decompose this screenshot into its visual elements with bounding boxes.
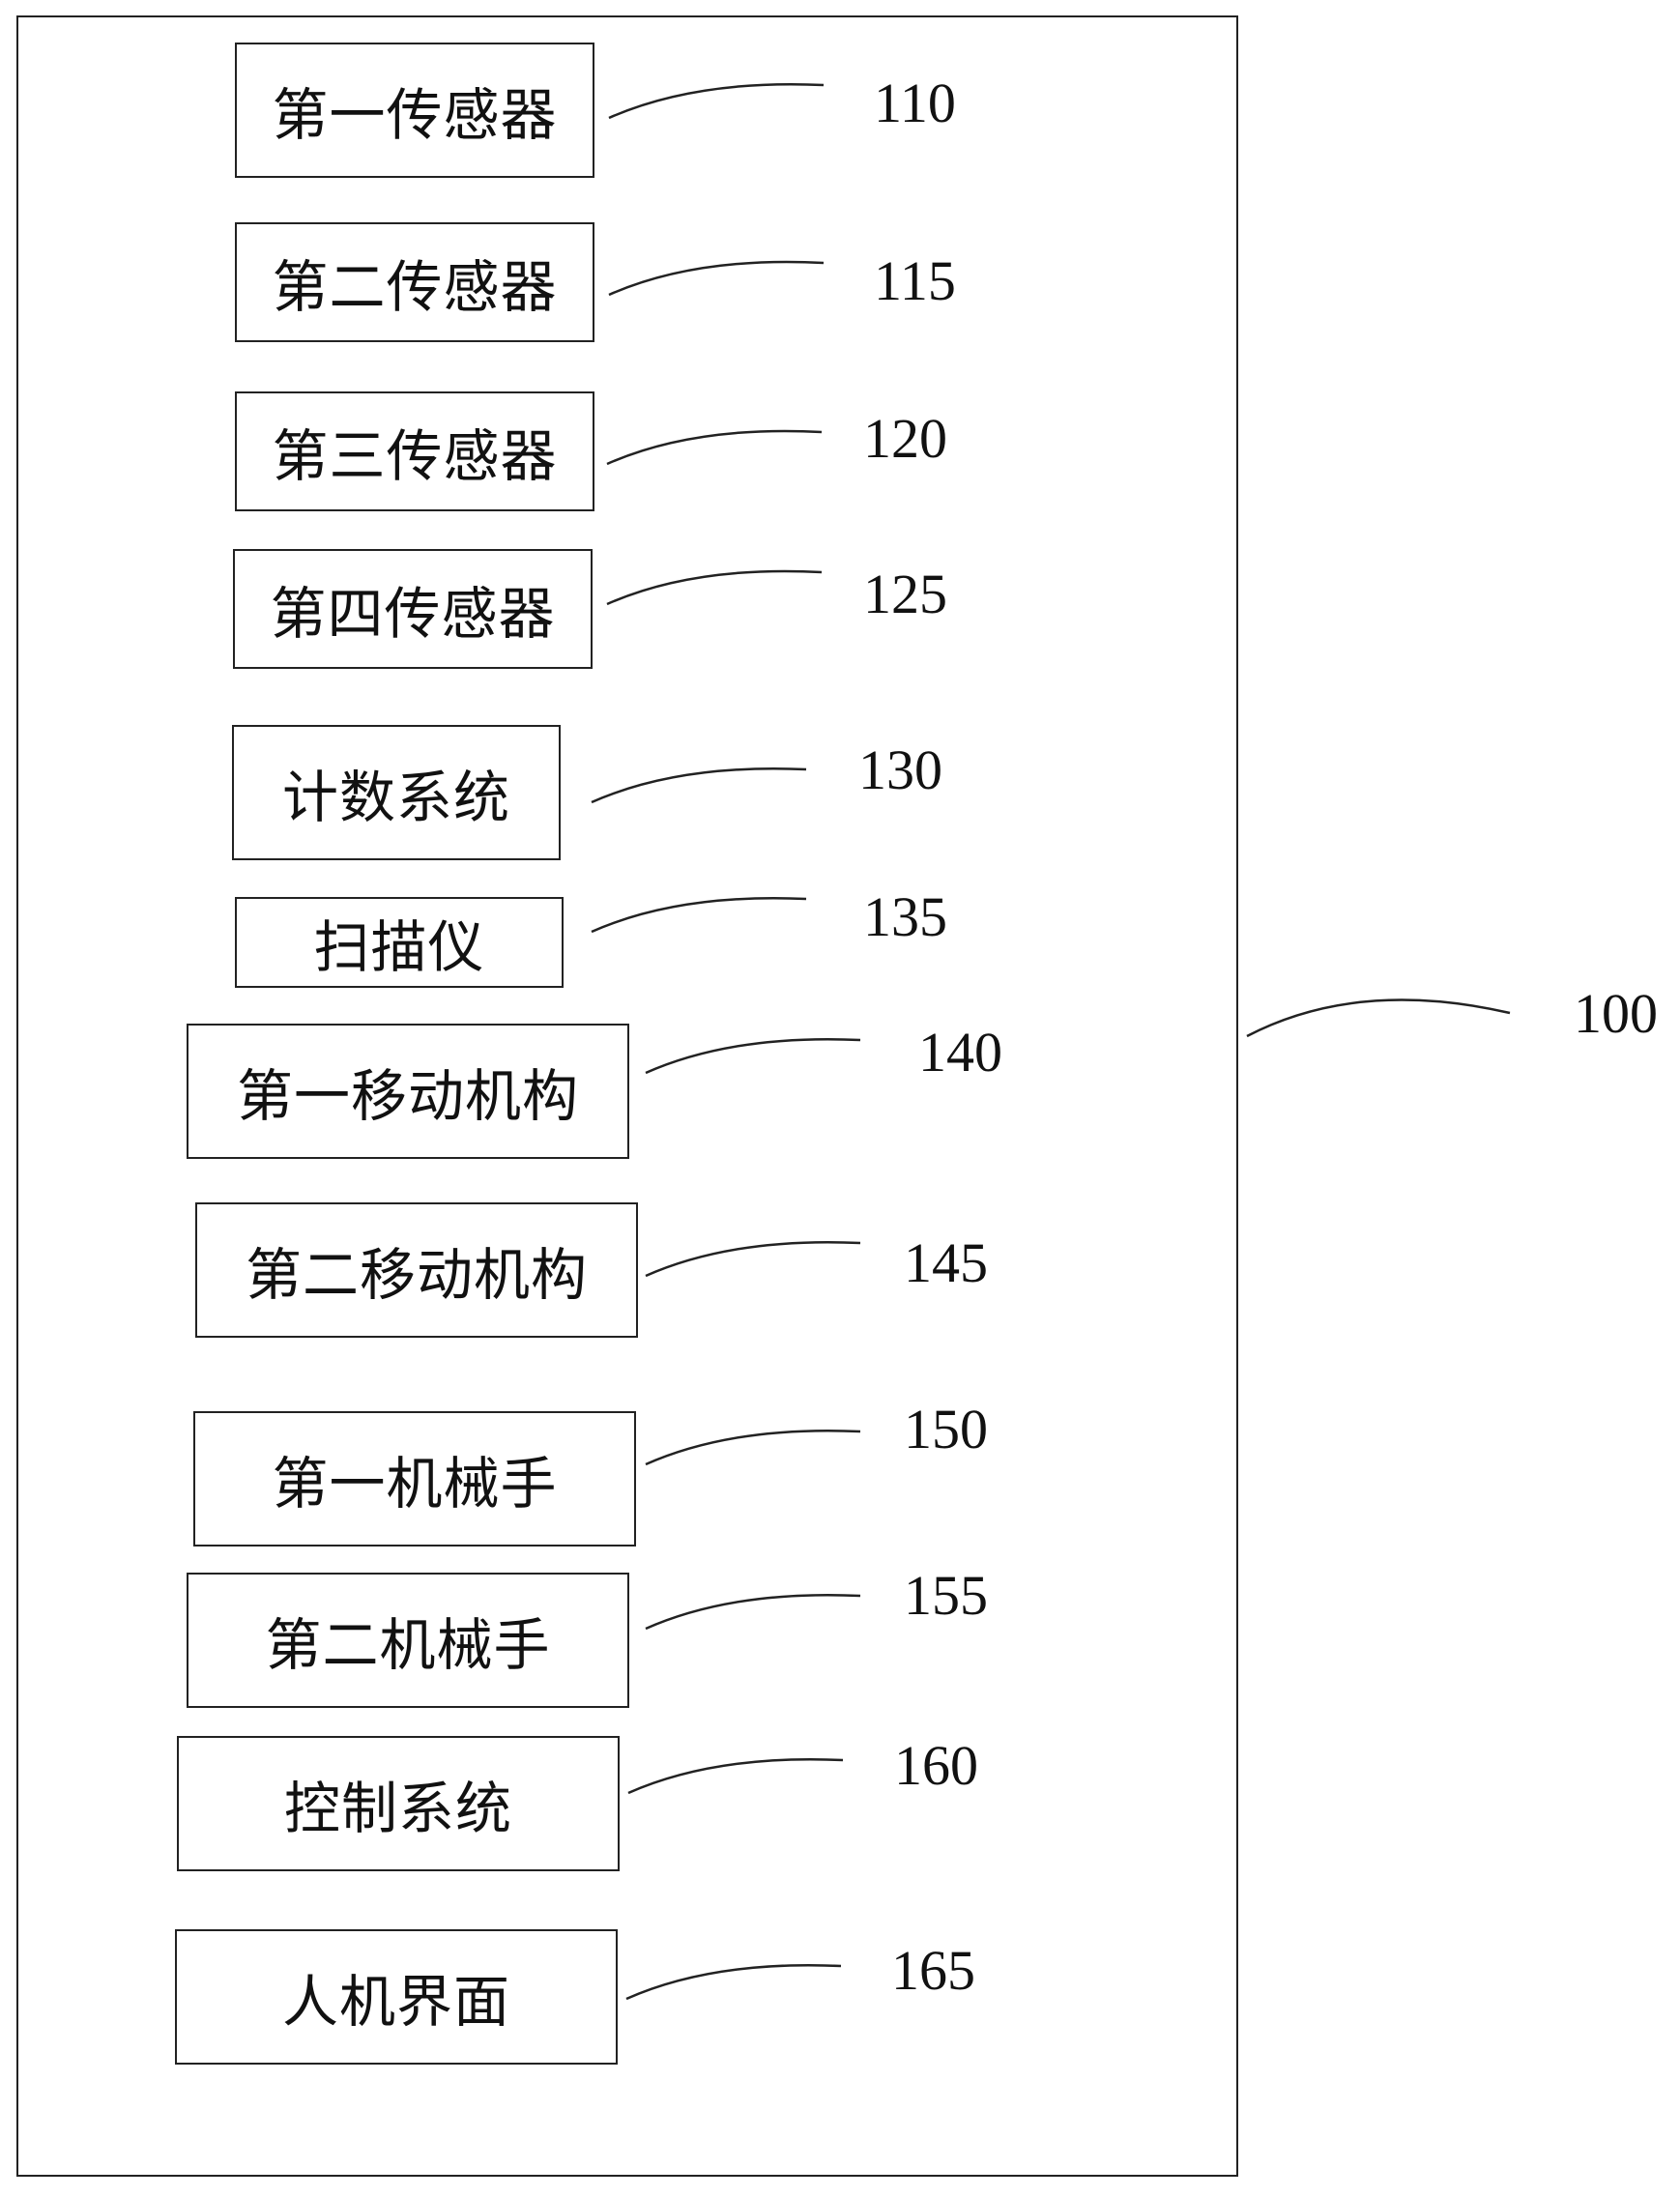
box-label: 第二移动机构 <box>245 1242 588 1308</box>
ref-110: 110 <box>874 72 956 134</box>
leader-line-150 <box>645 1429 861 1466</box>
leader-line-135 <box>591 896 807 934</box>
ref-135: 135 <box>863 885 947 948</box>
box-label: 扫描仪 <box>313 914 485 980</box>
box-first-manipulator: 第一机械手 <box>193 1411 636 1547</box>
leader-line-110 <box>608 82 825 120</box>
ref-165: 165 <box>891 1939 975 2002</box>
box-second-moving-mechanism: 第二移动机构 <box>195 1202 638 1338</box>
leader-line-115 <box>608 260 825 297</box>
box-hmi: 人机界面 <box>175 1929 618 2065</box>
ref-115: 115 <box>874 249 956 312</box>
ref-100: 100 <box>1574 982 1658 1045</box>
ref-160: 160 <box>894 1734 978 1797</box>
box-label: 第二机械手 <box>265 1612 551 1678</box>
box-second-sensor: 第二传感器 <box>235 222 594 342</box>
box-scanner: 扫描仪 <box>235 897 564 988</box>
box-control-system: 控制系统 <box>177 1736 620 1871</box>
ref-155: 155 <box>904 1564 988 1627</box>
leader-line-160 <box>627 1757 844 1795</box>
box-label: 第一机械手 <box>272 1451 558 1517</box>
leader-line-145 <box>645 1240 861 1278</box>
ref-125: 125 <box>863 563 947 625</box>
box-second-manipulator: 第二机械手 <box>187 1573 629 1708</box>
leader-line-140 <box>645 1037 861 1075</box>
box-label: 第三传感器 <box>272 423 558 489</box>
ref-140: 140 <box>918 1021 1002 1084</box>
box-label: 第四传感器 <box>270 581 556 647</box>
box-label: 控制系统 <box>283 1776 512 1841</box>
ref-130: 130 <box>858 738 942 801</box>
ref-120: 120 <box>863 407 947 470</box>
ref-145: 145 <box>904 1231 988 1294</box>
box-label: 第一移动机构 <box>236 1063 579 1129</box>
box-fourth-sensor: 第四传感器 <box>233 549 593 669</box>
leader-line-100 <box>1246 998 1511 1038</box>
box-label: 人机界面 <box>281 1969 510 2035</box>
leader-line-120 <box>606 429 823 466</box>
box-counting-system: 计数系统 <box>232 725 561 860</box>
leader-line-130 <box>591 766 807 804</box>
ref-150: 150 <box>904 1398 988 1460</box>
box-first-moving-mechanism: 第一移动机构 <box>187 1024 629 1159</box>
box-label: 第二传感器 <box>272 254 558 320</box>
box-third-sensor: 第三传感器 <box>235 391 594 511</box>
box-label: 第一传感器 <box>272 82 558 148</box>
system-frame <box>16 15 1238 2177</box>
leader-line-165 <box>625 1963 842 2001</box>
leader-line-155 <box>645 1593 861 1631</box>
box-first-sensor: 第一传感器 <box>235 43 594 178</box>
box-label: 计数系统 <box>281 765 510 830</box>
leader-line-125 <box>606 569 823 606</box>
